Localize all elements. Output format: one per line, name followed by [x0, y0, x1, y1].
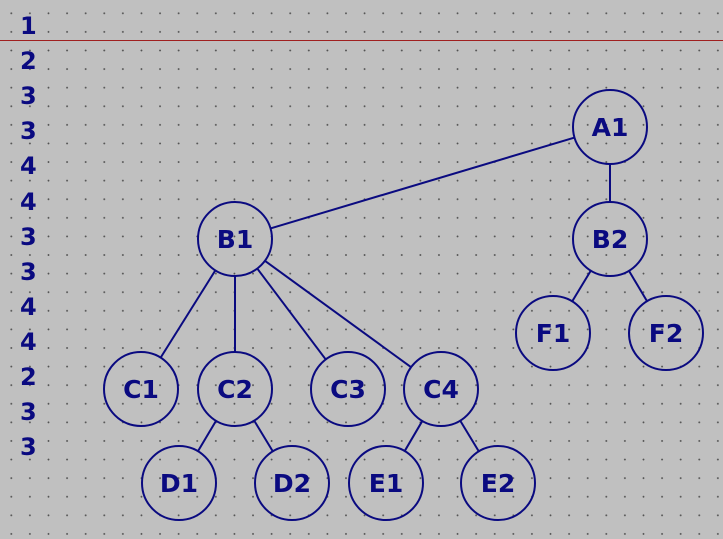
node-circle: [572, 201, 648, 277]
row-number: 4: [20, 187, 37, 216]
node-label: C2: [217, 375, 253, 404]
node-circle: [310, 351, 386, 427]
node-E1[interactable]: E1: [348, 445, 424, 521]
node-A1[interactable]: A1: [572, 89, 648, 165]
node-circle: [348, 445, 424, 521]
row-number: 3: [20, 433, 37, 462]
node-circle: [254, 445, 330, 521]
node-label: F2: [649, 319, 683, 348]
row-number: 2: [20, 363, 37, 391]
row-number: 3: [20, 257, 37, 286]
node-label: B1: [217, 225, 253, 254]
node-D1[interactable]: D1: [141, 445, 217, 521]
node-label: C4: [423, 375, 459, 404]
node-label: A1: [592, 113, 629, 142]
edge-B1-C3: [256, 267, 327, 361]
row-number: 4: [20, 327, 37, 356]
node-F1[interactable]: F1: [515, 295, 591, 371]
node-label: C1: [123, 375, 159, 404]
node-label: D2: [273, 469, 311, 498]
row-number: 3: [20, 117, 37, 146]
row-number: 3: [20, 222, 37, 251]
row-number: 3: [20, 398, 37, 427]
edge-B2-F2: [628, 270, 648, 302]
edge-C4-E1: [403, 420, 424, 452]
node-C4[interactable]: C4: [403, 351, 479, 427]
row-number: 4: [20, 152, 37, 181]
edge-B2-F1: [571, 270, 592, 302]
node-label: D1: [160, 469, 198, 498]
node-circle: [103, 351, 179, 427]
node-label: F1: [536, 319, 570, 348]
node-D2[interactable]: D2: [254, 445, 330, 521]
node-C2[interactable]: C2: [197, 351, 273, 427]
row-number: 2: [20, 47, 37, 76]
node-circle: [197, 201, 273, 277]
node-F2[interactable]: F2: [628, 295, 704, 371]
node-B2[interactable]: B2: [572, 201, 648, 277]
node-label: B2: [592, 225, 628, 254]
node-E2[interactable]: E2: [460, 445, 536, 521]
row-number: 4: [20, 292, 37, 321]
node-label: C3: [330, 375, 366, 404]
node-C1[interactable]: C1: [103, 351, 179, 427]
edge-C4-E2: [459, 420, 480, 452]
node-label: E1: [369, 469, 403, 498]
edge-C2-D1: [197, 420, 217, 452]
node-circle: [141, 445, 217, 521]
node-circle: [197, 351, 273, 427]
row-separator-line: [0, 40, 723, 41]
row-number: 3: [20, 82, 37, 111]
node-circle: [403, 351, 479, 427]
edge-C2-D2: [253, 420, 274, 452]
edge-A1-B1: [270, 136, 575, 230]
row-number: 1: [20, 12, 37, 40]
node-circle: [628, 295, 704, 371]
node-C3[interactable]: C3: [310, 351, 386, 427]
node-circle: [515, 295, 591, 371]
node-circle: [572, 89, 648, 165]
node-B1[interactable]: B1: [197, 201, 273, 277]
node-label: E2: [481, 469, 515, 498]
edge-B1-C1: [159, 269, 217, 359]
node-circle: [460, 445, 536, 521]
edge-B1-C4: [264, 259, 412, 369]
